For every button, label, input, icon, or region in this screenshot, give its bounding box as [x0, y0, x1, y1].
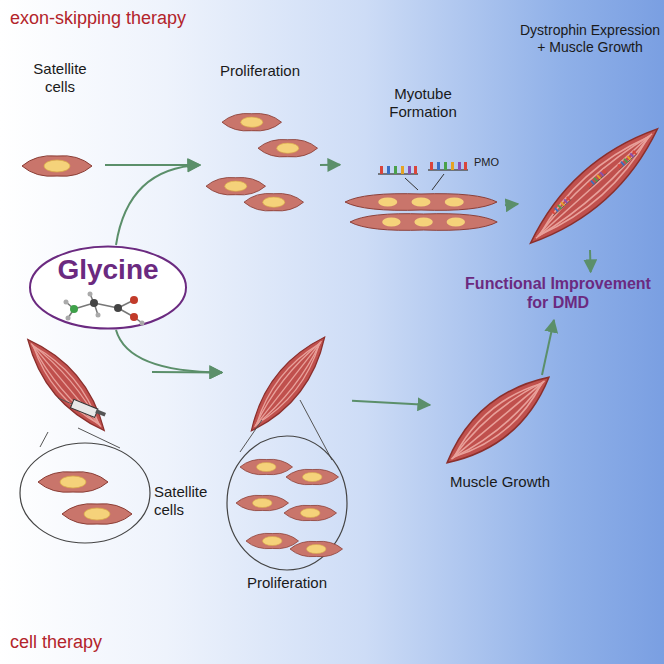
- stage-group: Satellite cells: [12, 335, 152, 545]
- pmo-strand: [378, 166, 418, 174]
- flow-arrow: [505, 204, 518, 205]
- satellite-cell: [258, 139, 318, 156]
- leader-line: [300, 400, 332, 460]
- glycine-molecule: [66, 294, 142, 323]
- syringe: [58, 398, 106, 417]
- grown-muscle: [436, 364, 561, 476]
- leader-line: [78, 428, 120, 448]
- pmo-label: PMO: [474, 156, 514, 169]
- stage-group: Proliferation: [200, 62, 320, 212]
- muscle-fiber: [17, 330, 115, 440]
- satellite-cell: [38, 472, 108, 493]
- satellite-cell: [206, 177, 266, 194]
- satellite-cell: [246, 533, 299, 548]
- satellite-cell: [22, 156, 92, 177]
- stage-group: Muscle Growth: [430, 375, 570, 500]
- leader-line: [240, 420, 262, 452]
- therapy-heading: exon-skipping therapy: [10, 8, 250, 30]
- injected-muscle: [17, 330, 150, 543]
- stage-label: Muscle Growth: [430, 473, 570, 491]
- dystrophin-muscle: [519, 116, 664, 256]
- stage-group: Dystrophin Expression + Muscle Growth: [518, 20, 662, 250]
- myotubes: [345, 194, 497, 231]
- pmo-strand: [586, 169, 607, 189]
- satellite-cell: [284, 505, 337, 520]
- stage-label: Proliferation: [222, 574, 352, 592]
- magnify-circle: [227, 436, 347, 570]
- stage-label: Functional Improvement for DMD: [456, 274, 660, 312]
- pmo-strand: [616, 150, 637, 170]
- stage-label: Satellite cells: [154, 483, 226, 519]
- proliferation-muscle: [227, 328, 347, 570]
- satellite-cell: [290, 541, 343, 556]
- satellite-cell: [236, 495, 289, 510]
- flow-arrow: [589, 250, 592, 272]
- satellite-cell: [286, 469, 339, 484]
- flow-arrow: [542, 320, 554, 375]
- flow-arrow: [352, 401, 430, 405]
- flow-arrow: [320, 164, 340, 166]
- leader-line: [40, 432, 48, 447]
- stage-label: Satellite cells: [25, 60, 95, 96]
- satellite-cell: [240, 459, 293, 474]
- flow-arrow: [116, 330, 222, 372]
- magnify-circle: [20, 443, 150, 543]
- pmo-strands: [378, 162, 468, 190]
- stage-label: Proliferation: [205, 62, 315, 80]
- myotube: [345, 194, 497, 211]
- pmo-strand: [428, 162, 468, 170]
- flow-arrow: [116, 165, 200, 245]
- stage-label: Glycine: [28, 253, 188, 287]
- stage-group: Proliferation: [222, 330, 352, 602]
- muscle-fiber: [240, 328, 336, 439]
- molecule-atoms: [64, 292, 145, 326]
- myotube: [350, 214, 497, 231]
- proliferating-cells: [206, 113, 318, 210]
- stage-group: Satellite cells: [15, 60, 105, 180]
- stage-label: Myotube Formation: [377, 85, 469, 121]
- satellite-cell: [244, 193, 304, 210]
- pmo-strand: [550, 196, 571, 216]
- glycine-ellipse: Glycine: [28, 245, 188, 330]
- muscle-fiber: [519, 116, 664, 256]
- satellite-cell: [62, 504, 132, 525]
- stage-label: Dystrophin Expression + Muscle Growth: [518, 22, 662, 56]
- outcome-box: Functional Improvement for DMD: [456, 272, 660, 320]
- pmo-pointer: [405, 174, 444, 190]
- satellite-cell: [222, 113, 282, 130]
- therapy-heading: cell therapy: [10, 632, 210, 654]
